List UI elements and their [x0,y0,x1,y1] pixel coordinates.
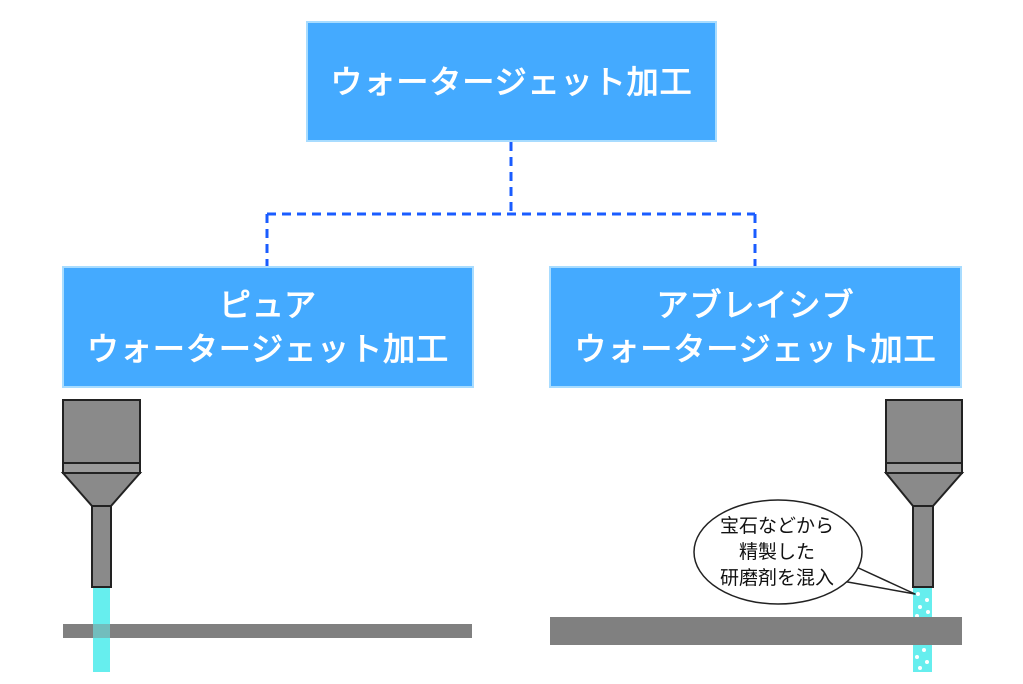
left-water-jet-through [93,624,110,638]
callout-line3: 研磨剤を混入 [719,567,834,589]
abrasive-title-line2: ウォータージェット加工 [574,330,937,368]
abrasive-water-jet-box: アブレイシブ ウォータージェット加工 [549,266,962,388]
pure-title-line1: ピュア [218,286,318,324]
abrasive-title-line1: アブレイシブ [656,286,855,324]
root-box-water-jet-machining: ウォータージェット加工 [306,21,717,142]
callout-line1: 宝石などから [719,515,834,537]
root-title: ウォータージェット加工 [330,62,693,101]
left-nozzle [60,399,143,588]
callout-text: 宝石などから 精製した 研磨剤を混入 [694,502,860,602]
pure-title-line2: ウォータージェット加工 [86,330,450,368]
left-workpiece [63,624,472,638]
right-nozzle [883,399,965,588]
pure-water-jet-box: ピュア ウォータージェット加工 [62,266,474,388]
callout-line2: 精製した [738,541,815,563]
callout-bubble [693,499,916,605]
tree-connectors [265,142,757,266]
right-workpiece [550,617,962,645]
